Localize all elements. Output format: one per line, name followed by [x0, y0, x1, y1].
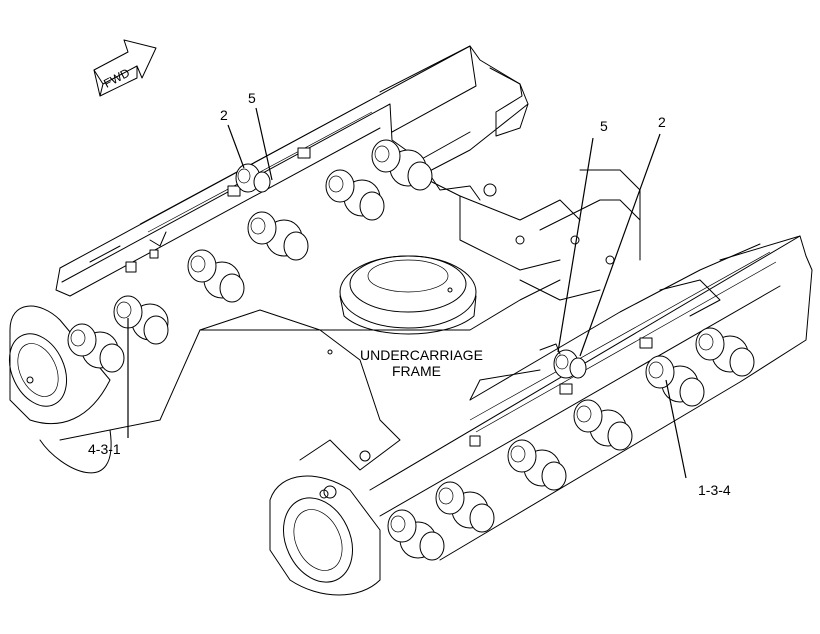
carrier-roller-right — [539, 343, 587, 379]
callout-5-right: 5 — [600, 118, 608, 134]
callout-431: 4-3-1 — [88, 441, 121, 457]
roller-right-2 — [435, 481, 495, 533]
leader-2-left — [227, 124, 245, 169]
callout-2-right: 2 — [658, 114, 666, 130]
right-track-frame — [369, 235, 813, 561]
roller-left-3 — [187, 249, 245, 303]
roller-right-5 — [645, 355, 705, 407]
callout-leaders — [127, 107, 687, 479]
roller-right-1 — [387, 509, 445, 561]
leader-5-right — [557, 137, 594, 353]
fwd-arrow-icon — [93, 39, 157, 97]
roller-left-1 — [67, 323, 125, 373]
callout-2-left: 2 — [220, 107, 228, 123]
leader-5-left — [255, 107, 273, 181]
leader-2-right — [579, 133, 661, 357]
undercarriage-body — [39, 169, 641, 474]
roller-right-3 — [507, 439, 567, 491]
carrier-roller-left — [235, 163, 271, 193]
callout-134: 1-3-4 — [698, 482, 731, 498]
left-rollers — [67, 139, 433, 373]
frame-label-line1: UNDERCARRIAGE — [360, 347, 483, 363]
callout-5-left: 5 — [248, 90, 256, 106]
roller-right-6 — [695, 327, 755, 377]
right-idler-end — [269, 475, 381, 596]
roller-left-5 — [325, 169, 385, 221]
leader-134 — [665, 379, 687, 479]
roller-left-2 — [113, 295, 169, 345]
left-idler-end — [8, 305, 111, 425]
roller-right-4 — [573, 399, 633, 451]
frame-label-line2: FRAME — [392, 363, 441, 379]
roller-left-4 — [247, 211, 309, 261]
roller-left-6 — [371, 139, 433, 191]
right-rollers — [387, 327, 755, 561]
